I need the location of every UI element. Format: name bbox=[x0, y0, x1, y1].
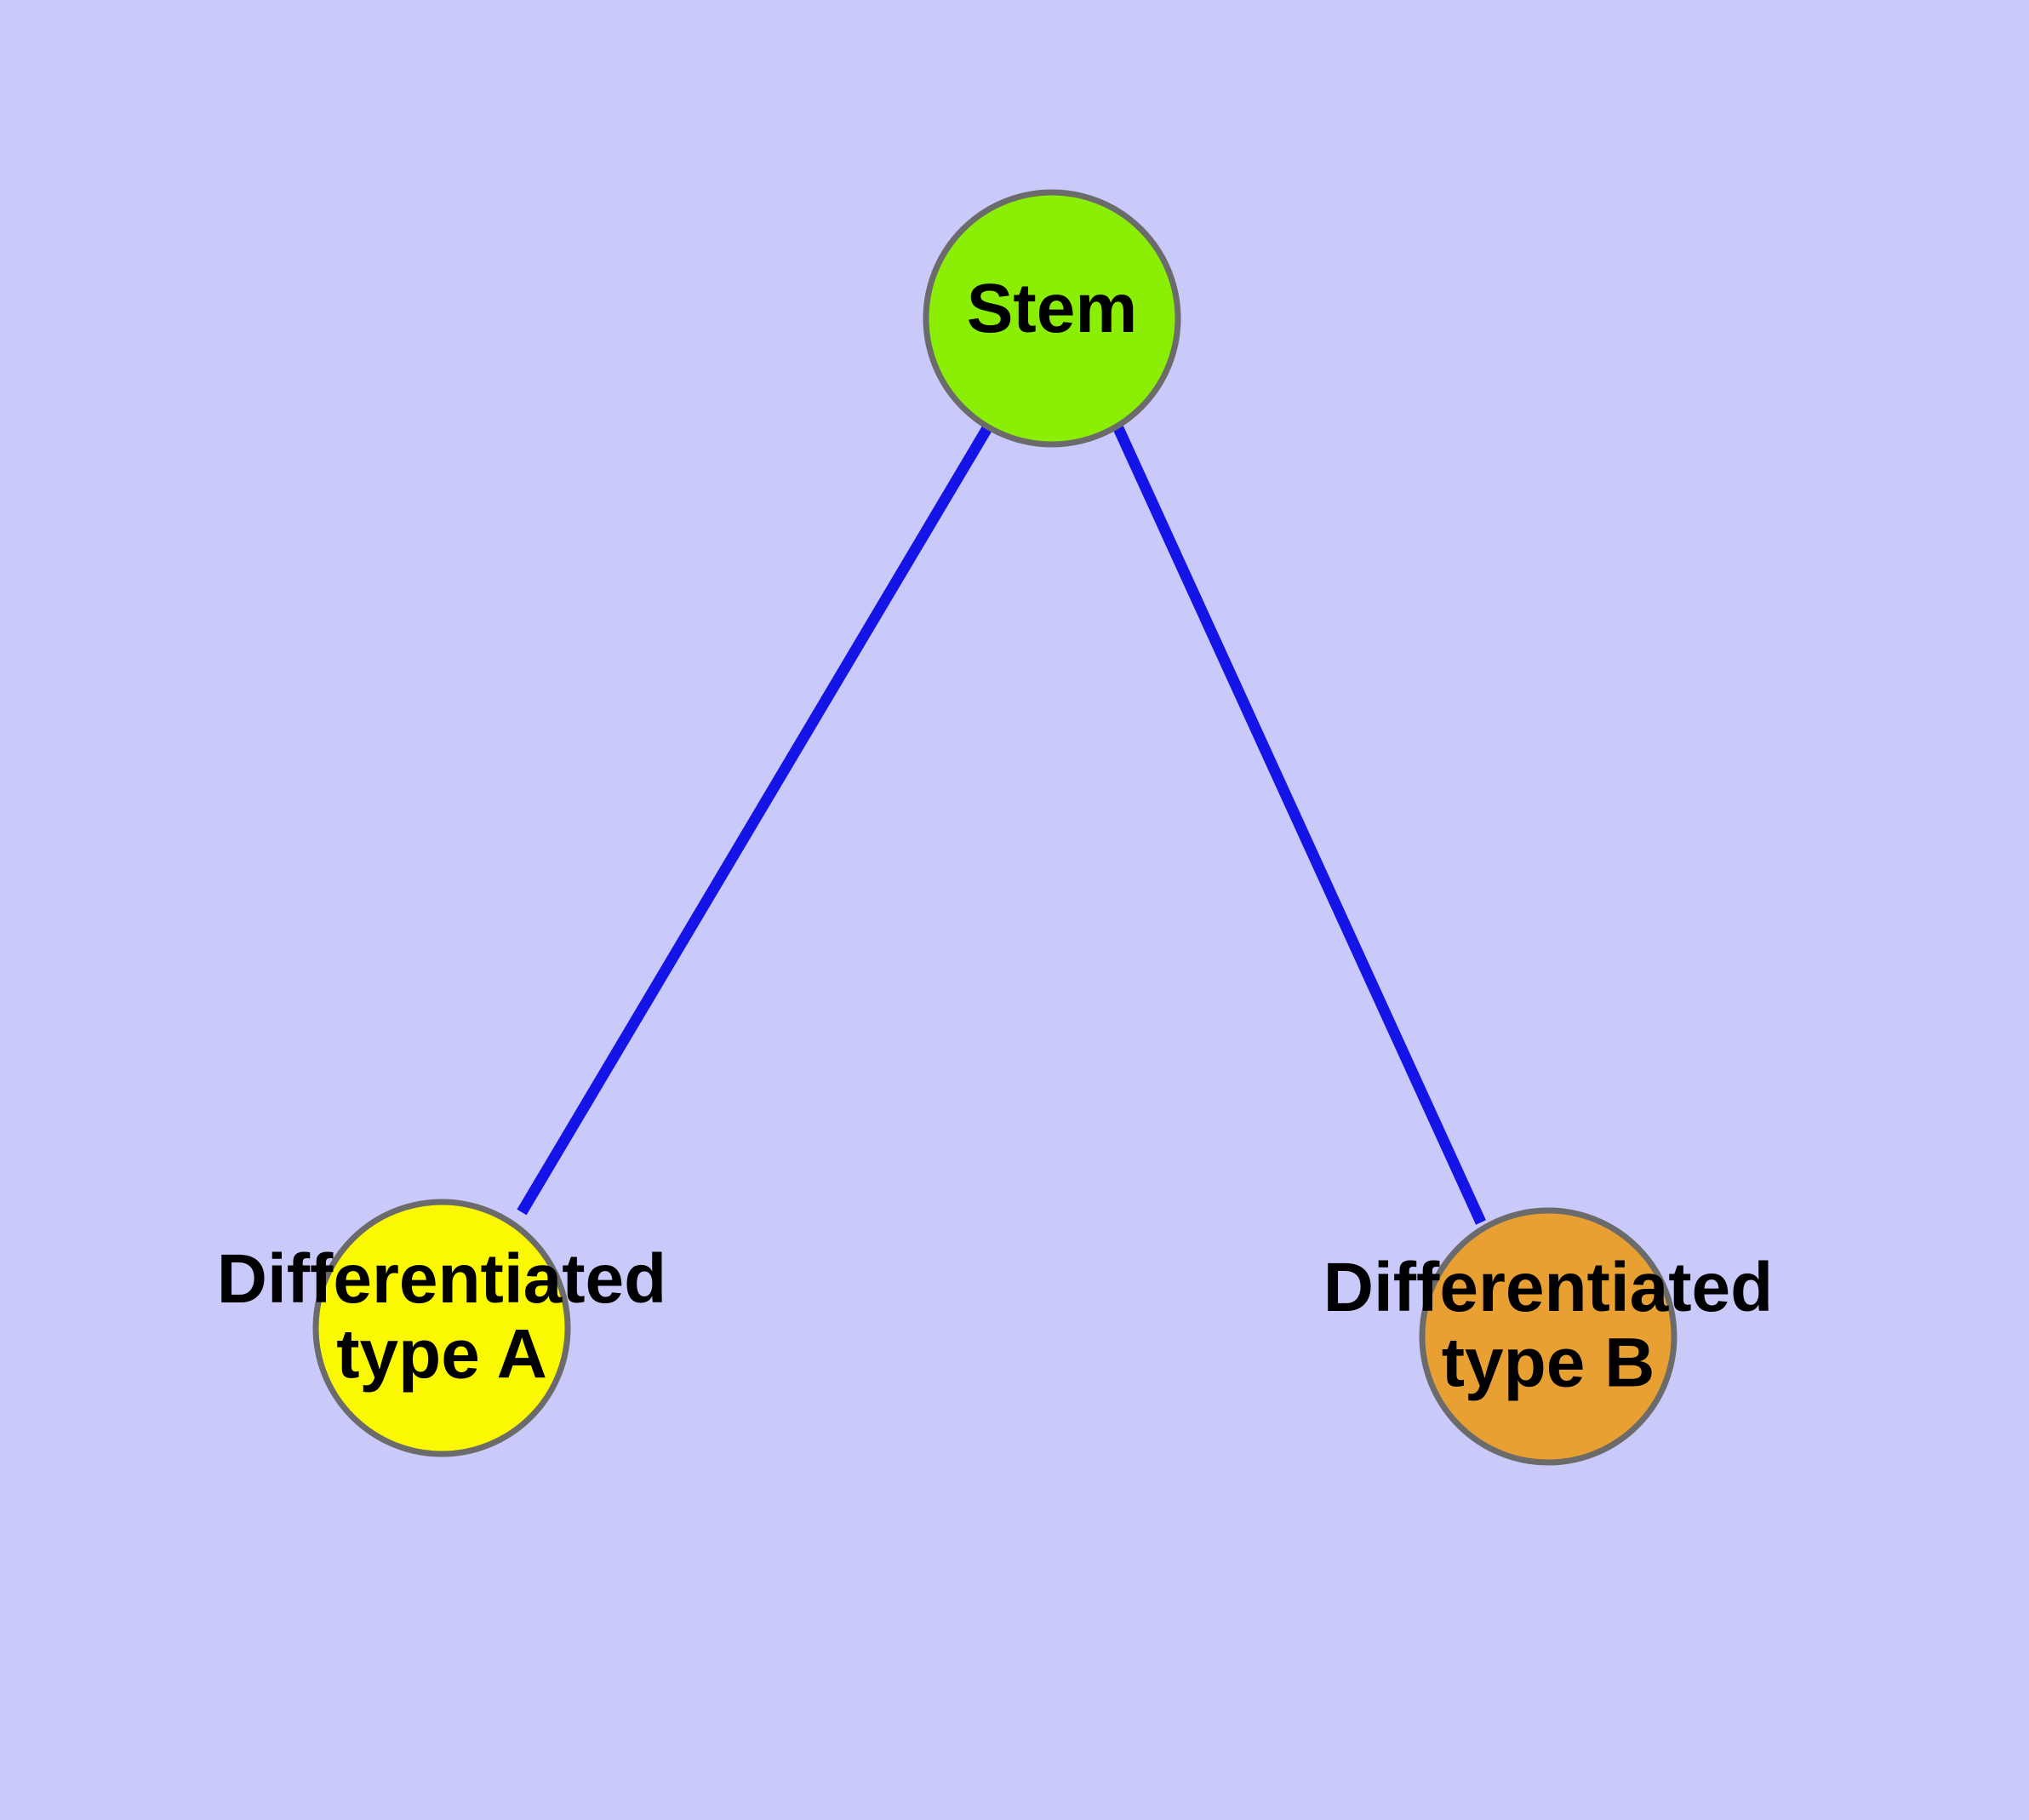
node-circle-diff-a[interactable] bbox=[312, 1199, 571, 1457]
node-label-stem: Stem bbox=[967, 270, 1138, 347]
edges-group bbox=[517, 425, 1486, 1225]
node-label-line: Differentiated bbox=[217, 1240, 667, 1318]
edge-stem-to-diff-a bbox=[517, 425, 992, 1216]
node-label-line: Differentiated bbox=[1323, 1249, 1774, 1326]
node-label-line: type A bbox=[336, 1316, 547, 1394]
node-label-line: Stem bbox=[967, 270, 1138, 347]
node-circle-stem[interactable] bbox=[923, 189, 1181, 448]
node-label-line: type B bbox=[1442, 1325, 1655, 1402]
edge-stem-to-diff-b bbox=[1113, 426, 1486, 1225]
nodes-group bbox=[312, 189, 1677, 1466]
node-circle-diff-b[interactable] bbox=[1419, 1207, 1677, 1466]
